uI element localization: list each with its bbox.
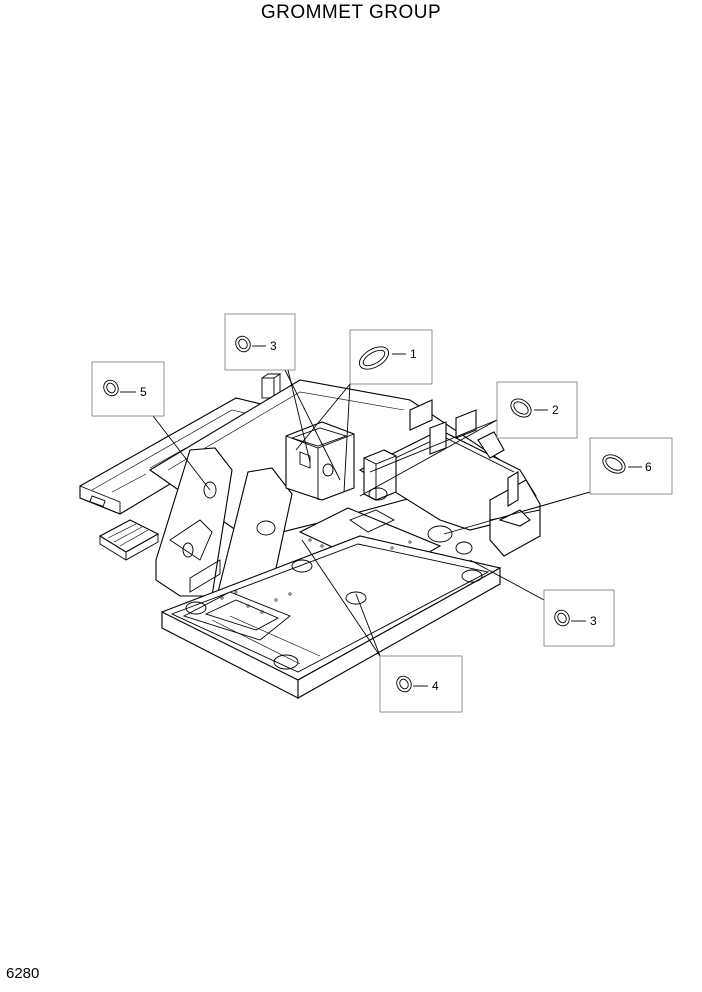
callout-label-1: 1 (410, 347, 417, 361)
callout-2[interactable]: 2 (496, 381, 578, 439)
callout-6[interactable]: 6 (589, 437, 673, 495)
callout-label-4: 4 (432, 679, 439, 693)
callout-label-6: 6 (645, 460, 652, 474)
callout-3-right[interactable]: 3 (543, 589, 615, 647)
callout-label-3-top: 3 (270, 339, 277, 353)
page-code: 6280 (6, 965, 40, 982)
callout-label-2: 2 (552, 403, 559, 417)
callout-5[interactable]: 5 (91, 361, 165, 417)
callout-4[interactable]: 4 (379, 655, 463, 713)
callout-label-3-right: 3 (590, 614, 597, 628)
callout-3-top[interactable]: 3 (224, 313, 296, 371)
lower-base-plate (161, 535, 502, 699)
callout-1[interactable]: 1 (349, 329, 433, 385)
callout-label-5: 5 (140, 385, 147, 399)
page-title: GROMMET GROUP (260, 2, 442, 23)
upper-frame (79, 373, 541, 605)
leader-lines (149, 369, 591, 657)
